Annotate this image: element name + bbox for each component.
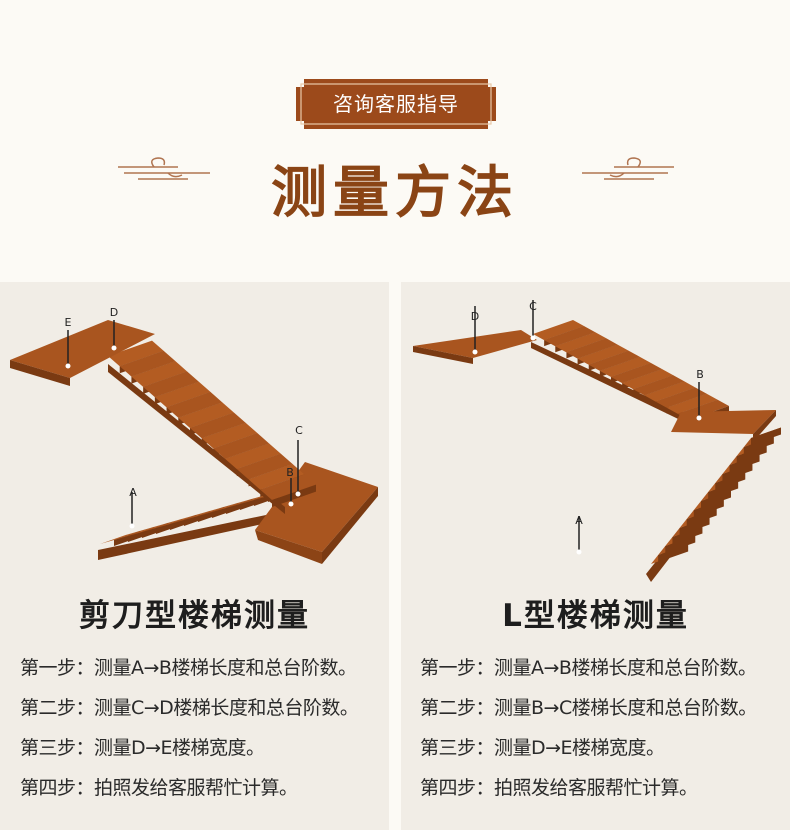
stair-riser	[743, 436, 774, 454]
badge-frame	[296, 79, 496, 129]
stair-riser	[701, 490, 731, 508]
cloud-ornament-left-icon	[118, 157, 210, 180]
stair-tread	[666, 393, 718, 414]
l-stair-panel: D C B A L型楼梯测量 第一步：测量A→B楼梯长度和总台阶数。 第二步：测…	[401, 282, 790, 830]
stair-tread	[622, 369, 674, 390]
stair-tread	[577, 344, 629, 365]
stair-riser	[693, 499, 724, 517]
stair-tread	[142, 518, 182, 532]
step-item: 第四步：拍照发给客服帮忙计算。	[20, 777, 298, 799]
stair-tread	[184, 506, 224, 520]
stair-tread	[248, 464, 305, 490]
marker-b: B	[286, 466, 294, 479]
step-list: 第一步：测量A→B楼梯长度和总台阶数。 第二步：测量C→D楼梯长度和总台阶数。 …	[20, 648, 359, 808]
marker-d: D	[110, 306, 118, 319]
stair-tread	[225, 443, 281, 470]
stair-tread	[644, 381, 696, 402]
stair-tread	[178, 402, 234, 428]
stair-riser	[722, 463, 753, 481]
stair-tread	[156, 514, 196, 528]
step-item: 第一步：测量A→B楼梯长度和总台阶数。	[20, 657, 357, 679]
step-item: 第一步：测量A→B楼梯长度和总台阶数。	[420, 657, 757, 679]
step-item: 第四步：拍照发给客服帮忙计算。	[420, 777, 698, 799]
stair-riser	[658, 544, 689, 562]
cloud-ornament-right-icon	[582, 157, 674, 180]
stair-tread	[555, 332, 607, 353]
stair-tread	[212, 498, 252, 512]
stair-tread	[131, 361, 188, 387]
stair-tread	[226, 494, 266, 508]
stair-riser	[672, 526, 703, 544]
stair-tread	[236, 453, 293, 480]
marker-a: A	[575, 514, 583, 527]
scissor-stair-illustration: E D C B A	[10, 306, 378, 564]
step-list: 第一步：测量A→B楼梯长度和总台阶数。 第二步：测量B→C楼梯长度和总台阶数。 …	[420, 648, 757, 808]
l-stair-illustration: D C B A	[413, 300, 781, 582]
stair-tread	[533, 320, 585, 341]
stair-riser	[665, 535, 696, 553]
stair-tread	[260, 474, 316, 500]
stair-tread	[201, 422, 258, 449]
marker-c: C	[529, 300, 537, 313]
stair-riser	[686, 508, 717, 526]
step-item: 第三步：测量D→E楼梯宽度。	[20, 737, 265, 759]
stair-tread	[611, 363, 663, 384]
scissor-stair-panel: E D C B A 剪刀型楼梯测量 第一步：测量A→B楼梯长度和总台阶数。 第二…	[0, 282, 389, 830]
page-title: 测量方法	[271, 161, 519, 226]
stair-riser	[679, 517, 710, 535]
stair-tread	[119, 350, 176, 377]
badge-label: 咨询客服指导	[333, 92, 459, 116]
stair-tread	[100, 530, 140, 544]
marker-e: E	[65, 316, 72, 329]
step-item: 第二步：测量B→C楼梯长度和总台阶数。	[420, 697, 757, 719]
stair-tread	[198, 502, 238, 516]
stair-tread	[588, 350, 640, 371]
stair-riser	[715, 472, 746, 490]
marker-a: A	[129, 486, 137, 499]
stair-tread	[143, 371, 199, 398]
stair-tread	[114, 526, 154, 540]
marker-d: D	[471, 310, 479, 323]
consult-badge[interactable]: 咨询客服指导	[296, 79, 496, 129]
stair-riser	[708, 481, 739, 499]
panel-title: L型楼梯测量	[502, 598, 689, 634]
stair-tread	[544, 326, 596, 347]
stair-tread	[170, 510, 210, 524]
panel-title: 剪刀型楼梯测量	[79, 598, 310, 634]
stair-tread	[655, 387, 707, 408]
step-item: 第三步：测量D→E楼梯宽度。	[420, 737, 665, 759]
stair-tread	[213, 433, 270, 459]
stair-riser	[272, 484, 316, 507]
marker-b: B	[696, 368, 704, 381]
stair-riser	[729, 454, 760, 472]
stair-tread	[154, 381, 211, 408]
marker-c: C	[295, 424, 303, 437]
stair-riser	[736, 445, 767, 463]
stair-tread	[633, 375, 685, 396]
stair-tread	[166, 392, 223, 418]
stair-tread	[190, 412, 246, 439]
stair-tread	[566, 338, 618, 359]
stair-riser	[751, 427, 781, 445]
stair-tread	[128, 522, 168, 536]
stair-tread	[599, 356, 651, 377]
stair-tread	[108, 340, 164, 367]
header: 咨询客服指导 测量方法	[0, 0, 790, 280]
step-item: 第二步：测量C→D楼梯长度和总台阶数。	[20, 697, 359, 719]
